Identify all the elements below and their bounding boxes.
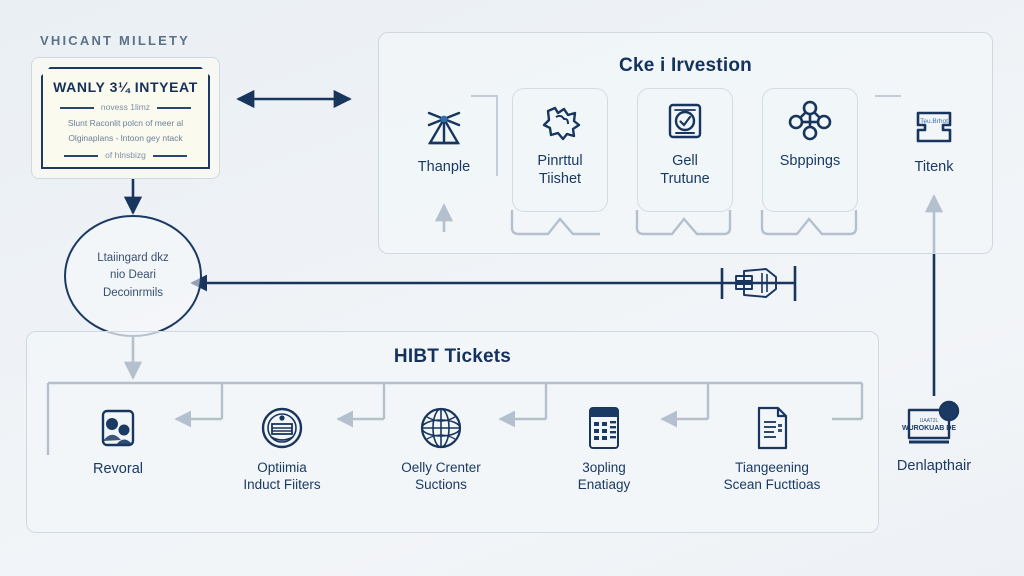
top-item-gell-trutune[interactable]: Gell Trutune <box>637 88 733 212</box>
bottom-panel: HIBT Tickets <box>26 331 879 533</box>
puzzle-cloud-icon <box>536 97 584 145</box>
note-rule-bottom: of hlnsbizg <box>43 150 208 160</box>
bottom-item-oelly-crenter-label: Oelly Crenter Suctions <box>401 460 481 492</box>
top-item-sbppings[interactable]: Sbppings <box>762 88 858 212</box>
bottom-item-oelly-crenter[interactable]: Oelly Crenter Suctions <box>385 403 497 494</box>
bottom-item-3opling-label: 3opling Enatiagy <box>577 460 631 492</box>
bottom-item-optiimia[interactable]: Optiimia Induct Fiiters <box>229 403 335 494</box>
note-title: WANLY 3¼ INTYEAT <box>53 79 198 95</box>
top-item-pinrttul-tiishet-label: Pinrttul Tiishet <box>537 153 583 188</box>
note-line-1: Slunt Raconlit polcn of meer al <box>67 118 184 128</box>
right-node-denlapthair[interactable]: UAAT2L WUROKUAB DE Denlapthair <box>882 400 986 475</box>
document-page-icon <box>747 403 797 453</box>
note-rule-top: novess 1limz <box>43 102 208 112</box>
note-card-inner: WANLY 3¼ INTYEAT novess 1limz Slunt Raco… <box>41 67 210 169</box>
chip-module-icon-text: Teu.Brhot <box>920 118 948 125</box>
arrow-right-to-circle <box>190 266 797 301</box>
circle-line-2: nio Deari <box>109 269 156 282</box>
monitor-record-icon-text-main: WUROKUAB DE <box>902 425 956 432</box>
top-item-pinrttul-tiishet[interactable]: Pinrttul Tiishet <box>512 88 608 212</box>
circle-line-3: Decoinrmils <box>102 286 164 299</box>
circle-line-1: Ltaiingard dkz <box>97 252 169 265</box>
gauge-circle-icon <box>257 403 307 453</box>
bottom-item-tiangeening-label: Tiangeening Scean Fucttioas <box>723 460 821 492</box>
note-card[interactable]: WANLY 3¼ INTYEAT novess 1limz Slunt Raco… <box>31 57 220 179</box>
network-hub-icon <box>786 97 834 145</box>
right-node-label: Denlapthair <box>896 458 972 474</box>
globe-grid-icon <box>416 403 466 453</box>
bottom-panel-title: HIBT Tickets <box>393 346 512 367</box>
circle-node[interactable]: Ltaiingard dkz nio Deari Decoinrmils <box>64 215 202 337</box>
top-item-titenk-label: Titenk <box>914 159 954 175</box>
bottom-item-3opling[interactable]: 3opling Enatiagy <box>552 403 656 494</box>
monitor-record-icon: UAAT2L WUROKUAB DE <box>902 400 965 450</box>
circle-node-text: Ltaiingard dkz nio Deari Decoinrmils <box>89 250 177 302</box>
note-line-2: Olginaplans - lntoon gey ntack <box>68 133 183 143</box>
top-item-gell-trutune-label: Gell Trutune <box>660 153 710 188</box>
top-item-thanple-label: Thanple <box>417 159 471 175</box>
bottom-item-revoral-label: Revoral <box>93 461 143 477</box>
top-item-sbppings-label: Sbppings <box>779 153 841 169</box>
chip-module-icon: Teu.Brhot <box>908 103 960 151</box>
top-panel-title: Cke i Irvestion <box>619 55 752 76</box>
people-card-icon <box>93 403 143 453</box>
top-item-titenk[interactable]: Teu.Brhot Titenk <box>886 95 982 176</box>
top-item-thanple[interactable]: Thanple <box>396 95 492 176</box>
clock-screen-icon <box>661 97 709 145</box>
left-section-label: VHICANT MILLETY <box>40 33 190 48</box>
server-node-icon <box>732 263 784 303</box>
mid-connector[interactable] <box>728 263 788 303</box>
antenna-dish-icon <box>420 103 468 151</box>
bottom-item-revoral[interactable]: Revoral <box>68 403 168 478</box>
bottom-item-optiimia-label: Optiimia Induct Fiiters <box>243 460 321 492</box>
bottom-item-tiangeening[interactable]: Tiangeening Scean Fucttioas <box>708 403 836 494</box>
monitor-record-icon-text-top: UAAT2L <box>920 418 939 424</box>
form-list-icon <box>579 403 629 453</box>
